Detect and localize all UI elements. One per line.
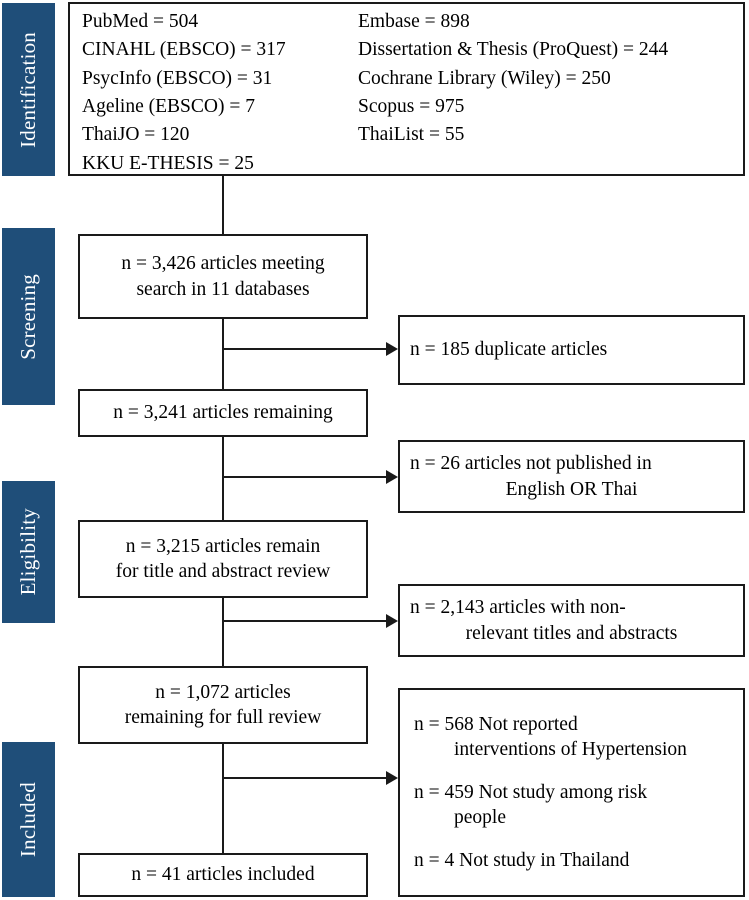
identification-column-left: PubMed = 504 CINAHL (EBSCO) = 317 PsycIn…: [82, 8, 358, 178]
connector-title-abstract-to-full-review: [222, 598, 224, 666]
exclusion-reason-1-cont: interventions of Hypertension: [454, 739, 687, 761]
source-kku-e-thesis: KKU E-THESIS = 25: [82, 152, 254, 174]
source-cinahl: CINAHL (EBSCO) = 317: [82, 39, 286, 61]
connector-to-language-exclusion: [222, 476, 386, 478]
arrowhead-duplicates-icon: [386, 342, 398, 356]
stage-bar-included: Included: [2, 742, 55, 897]
identification-column-right: Embase = 898 Dissertation & Thesis (ProQ…: [358, 8, 743, 178]
excluded-non-relevant-line-2: relevant titles and abstracts: [465, 622, 678, 644]
stage-bar-screening: Screening: [2, 228, 55, 405]
records-full-review-box: n = 1,072 articles remaining for full re…: [78, 666, 368, 744]
exclusion-reason-not-thailand: n = 4 Not study in Thailand: [414, 848, 743, 873]
source-ageline: Ageline (EBSCO) = 7: [82, 96, 255, 118]
records-title-abstract-text: n = 3,215 articles remain for title and …: [80, 534, 366, 585]
stage-label-identification: Identification: [16, 31, 40, 148]
source-scopus: Scopus = 975: [358, 96, 465, 118]
records-identified-line-1: n = 3,426 articles meeting: [121, 253, 325, 275]
excluded-language-line-1: n = 26 articles not published in: [410, 453, 652, 475]
exclusion-reason-2-cont: people: [454, 807, 506, 829]
source-pubmed: PubMed = 504: [82, 11, 199, 32]
excluded-non-relevant-text: n = 2,143 articles with non- relevant ti…: [400, 595, 743, 646]
records-identified-line-2: search in 11 databases: [136, 278, 310, 300]
duplicates-removed-box: n = 185 duplicate articles: [398, 315, 745, 385]
arrowhead-non-relevant-exclusion-icon: [386, 614, 398, 628]
arrowhead-language-exclusion-icon: [386, 470, 398, 484]
stage-bar-eligibility: Eligibility: [2, 481, 55, 623]
excluded-language-line-2: English OR Thai: [505, 478, 638, 500]
records-title-abstract-line-2: for title and abstract review: [115, 561, 331, 582]
source-cochrane-library: Cochrane Library (Wiley) = 250: [358, 67, 611, 89]
source-dissertation-thesis: Dissertation & Thesis (ProQuest) = 244: [358, 39, 669, 61]
exclusion-reason-2-main: n = 459 Not study among risk: [414, 781, 648, 803]
source-psycinfo: PsycInfo (EBSCO) = 31: [82, 67, 273, 89]
identification-sources-box: PubMed = 504 CINAHL (EBSCO) = 317 PsycIn…: [68, 2, 745, 176]
connector-remaining-to-title-abstract: [222, 437, 224, 520]
excluded-non-relevant-line-1: n = 2,143 articles with non-: [410, 597, 626, 619]
records-title-abstract-line-1: n = 3,215 articles remain: [125, 535, 321, 557]
records-title-abstract-box: n = 3,215 articles remain for title and …: [78, 520, 368, 598]
records-remaining-box: n = 3,241 articles remaining: [78, 389, 368, 437]
stage-bar-identification: Identification: [2, 3, 55, 176]
stage-label-screening: Screening: [16, 273, 40, 360]
excluded-non-relevant-box: n = 2,143 articles with non- relevant ti…: [398, 584, 745, 657]
records-remaining-text: n = 3,241 articles remaining: [113, 402, 333, 424]
exclusion-reason-not-risk-people: n = 459 Not study among risk people: [414, 780, 743, 831]
excluded-full-text-list: n = 568 Not reported interventions of Hy…: [400, 712, 743, 873]
connector-to-non-relevant-exclusion: [222, 620, 386, 622]
studies-included-box: n = 41 articles included: [78, 853, 368, 897]
source-thailist: ThaiList = 55: [358, 124, 465, 146]
duplicates-removed-text: n = 185 duplicate articles: [410, 339, 608, 361]
connector-identification-to-screening: [222, 176, 224, 234]
arrowhead-full-text-exclusions-icon: [386, 771, 398, 785]
connector-full-review-to-included: [222, 744, 224, 854]
records-identified-text: n = 3,426 articles meeting search in 11 …: [80, 251, 366, 302]
records-full-review-text: n = 1,072 articles remaining for full re…: [80, 680, 366, 731]
source-thaijo: ThaiJO = 120: [82, 124, 190, 146]
exclusion-reason-not-reported-interventions: n = 568 Not reported interventions of Hy…: [414, 712, 743, 763]
exclusion-reason-1-main: n = 568 Not reported: [414, 714, 578, 736]
records-full-review-line-2: remaining for full review: [124, 707, 322, 728]
stage-label-eligibility: Eligibility: [16, 508, 40, 596]
records-full-review-line-1: n = 1,072 articles: [155, 681, 291, 703]
connector-to-full-text-exclusions: [222, 777, 386, 779]
stage-label-included: Included: [16, 781, 40, 858]
connector-to-duplicates: [222, 348, 386, 350]
excluded-language-text: n = 26 articles not published in English…: [400, 451, 743, 502]
excluded-full-text-box: n = 568 Not reported interventions of Hy…: [398, 688, 745, 897]
exclusion-reason-3-main: n = 4 Not study in Thailand: [414, 849, 630, 871]
studies-included-text: n = 41 articles included: [131, 864, 315, 886]
excluded-language-box: n = 26 articles not published in English…: [398, 440, 745, 513]
source-embase: Embase = 898: [358, 11, 470, 32]
records-identified-box: n = 3,426 articles meeting search in 11 …: [78, 234, 368, 319]
connector-identified-to-remaining: [222, 319, 224, 389]
